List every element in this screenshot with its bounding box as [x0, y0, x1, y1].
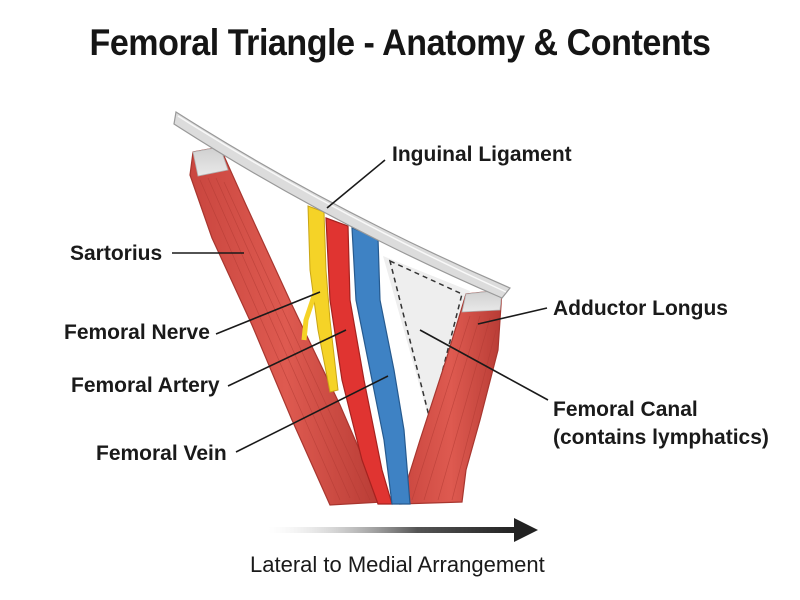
femoral-artery-label: Femoral Artery — [71, 374, 220, 397]
femoral-canal-sublabel: (contains lymphatics) — [553, 426, 769, 449]
sartorius-muscle — [189, 146, 383, 506]
femoral-nerve — [301, 205, 339, 393]
page-title: Femoral Triangle - Anatomy & Contents — [89, 22, 711, 63]
sartorius-label: Sartorius — [70, 242, 162, 265]
inguinal-ligament-leader — [326, 159, 386, 209]
femoral-vein-leader — [235, 375, 389, 453]
femoral-artery-leader — [227, 329, 347, 387]
femoral-vein — [351, 227, 411, 505]
femoral-canal-region — [383, 256, 470, 430]
adductor-longus-label: Adductor Longus — [553, 297, 728, 320]
femoral-nerve-label: Femoral Nerve — [64, 321, 210, 344]
inguinal-ligament-label: Inguinal Ligament — [392, 143, 572, 166]
femoral-vein-label: Femoral Vein — [96, 442, 227, 465]
femoral-canal-leader — [419, 329, 549, 401]
inguinal-ligament — [173, 111, 511, 299]
adductor-longus-leader — [477, 307, 548, 325]
direction-arrow-label: Lateral to Medial Arrangement — [250, 552, 545, 577]
femoral-canal-outline — [388, 259, 463, 421]
femoral-canal-label: Femoral Canal — [553, 398, 698, 421]
direction-arrow — [268, 518, 538, 542]
femoral-nerve-leader — [215, 291, 321, 335]
